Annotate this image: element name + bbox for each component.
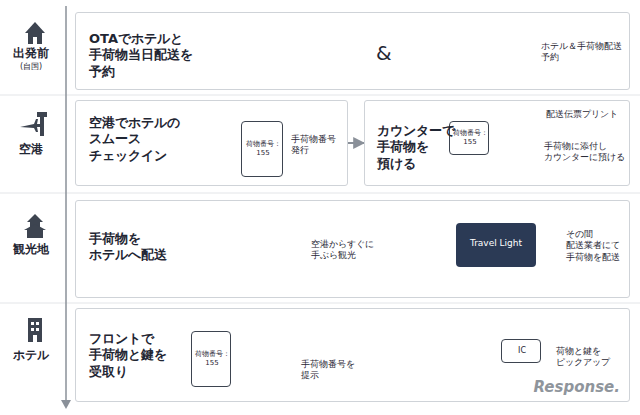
step-note: 配送伝票プリント	[546, 109, 626, 120]
step-note: 荷物と鍵を ピックアップ	[556, 346, 618, 369]
stage-label: ホテル	[0, 348, 62, 362]
inner-label: Travel Light	[458, 238, 534, 249]
stage-icons-part	[37, 112, 47, 117]
step-panel: 荷物番号： 155 空港でホテルの スムース チェックイン 手荷物番号 発行	[75, 100, 348, 186]
stage-icons-part	[27, 230, 43, 238]
row-separators-part	[0, 95, 640, 96]
stage-icons-part	[20, 119, 42, 132]
step-panel: OTAでホテルと 手荷物当日配送を 予約 & ホテル＆手荷物配送 予約	[75, 12, 630, 90]
step-note: ホテル＆手荷物配送 予約	[541, 41, 625, 64]
timeline-arrow-part	[61, 400, 71, 409]
stage-icons-part	[28, 33, 42, 44]
flow-arrow	[348, 142, 364, 144]
truck-body: Travel Light	[456, 223, 536, 267]
inner-label: 荷物番号： 155	[194, 350, 230, 368]
step-note: 空港からすぐに 手ぶら観光	[311, 239, 383, 262]
ic-card: IC	[501, 339, 541, 363]
stage-icons-part-part	[36, 328, 39, 331]
watermark: Response.	[515, 378, 620, 396]
inner-label: 荷物番号： 155	[244, 140, 282, 158]
stage-icons-part	[28, 318, 42, 342]
step-note: その間 配送業者にて 手荷物を配送	[566, 229, 626, 263]
stage-icons-part	[27, 214, 43, 222]
timeline-arrow	[61, 6, 71, 409]
stage-label: 出発前	[0, 46, 62, 60]
row-separators-part	[0, 193, 640, 194]
timeline-arrow-part	[65, 6, 67, 401]
stage-icons-part	[33, 37, 37, 44]
row-separators-part	[0, 303, 640, 304]
step-note: 手荷物番号 発行	[291, 134, 343, 157]
stage-icons-part-part	[31, 328, 34, 331]
step-panel: 荷物番号： 155カウンターで 手荷物を 預ける 配送伝票プリント手荷物に添付し …	[364, 100, 630, 186]
stage-icons-part	[24, 224, 46, 230]
stage-sublabel: (自国)	[0, 62, 62, 72]
step-heading: 空港でホテルの スムース チェックイン	[89, 115, 189, 164]
stage-label: 空港	[0, 142, 62, 156]
step-heading: 手荷物を ホテルへ配送	[89, 231, 179, 264]
inner-label: IC	[504, 346, 540, 356]
stage-icons-part	[31, 322, 39, 342]
phone-screen: 荷物番号： 155	[241, 121, 283, 177]
stage-icons-part	[25, 22, 45, 33]
inner-label: 荷物番号： 155	[452, 129, 488, 147]
stage-icons-part-part	[33, 335, 37, 342]
stage-icons-part-part	[36, 322, 39, 325]
row-separators	[0, 95, 640, 303]
step-heading: OTAでホテルと 手荷物当日配送を 予約	[89, 31, 204, 80]
step-heading: カウンターで 手荷物を 預ける	[377, 123, 461, 172]
step-note: &	[376, 41, 396, 66]
stage-label: 観光地	[0, 242, 62, 256]
step-panel: Travel Light 手荷物を ホテルへ配送 空港からすぐに 手ぶら観光 その間 …	[75, 200, 630, 298]
stage-icons-part-part	[31, 322, 34, 325]
step-note: 手荷物番号を 提示	[301, 359, 363, 382]
step-heading: フロントで 手荷物と鍵を 受取り	[89, 331, 175, 380]
phone-screen: 荷物番号： 155	[191, 331, 231, 387]
step-note: 手荷物に添付し カウンターに預ける	[544, 141, 628, 164]
